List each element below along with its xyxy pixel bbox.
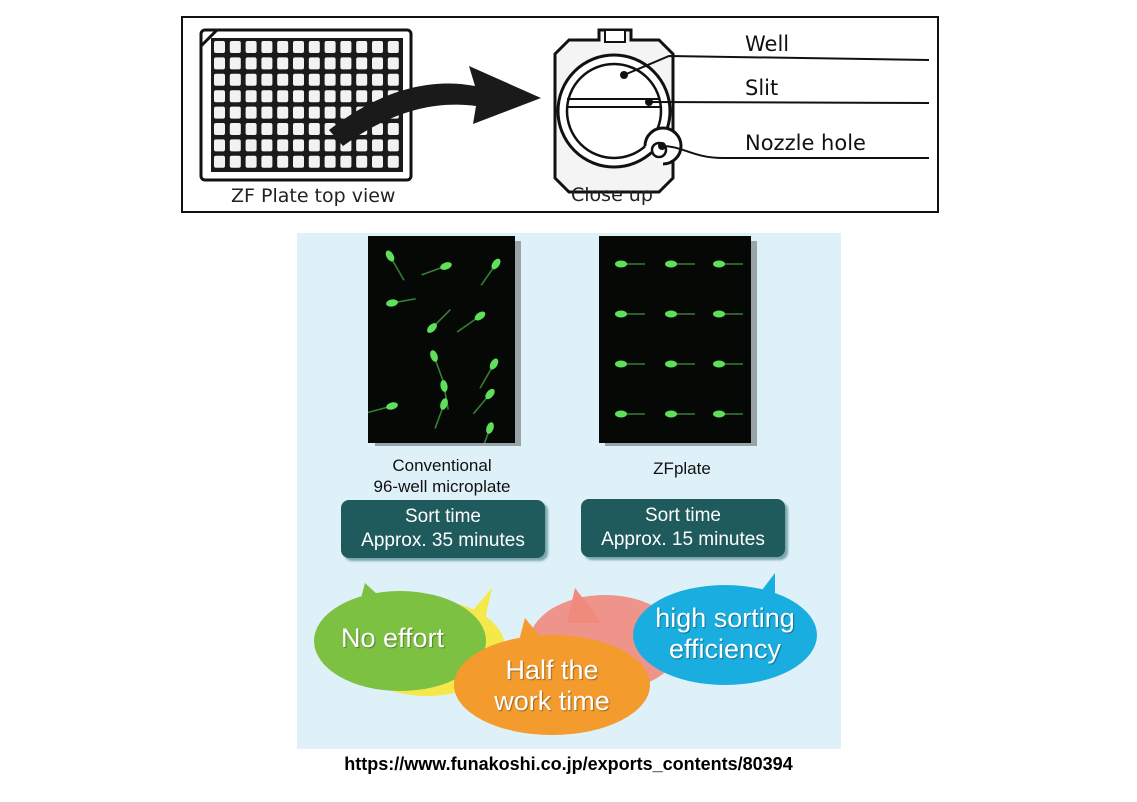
high-sorting-efficiency-text: high sorting efficiency — [655, 603, 795, 664]
source-url: https://www.funakoshi.co.jp/exports_cont… — [344, 754, 793, 774]
conventional-fish-8 — [440, 380, 449, 410]
callout-slit: Slit — [745, 76, 779, 100]
conventional-caption: Conventional 96-well microplate — [373, 456, 511, 496]
bubble-orange — [454, 635, 650, 735]
conventional-fish-11 — [434, 398, 448, 429]
conventional-fish-image — [364, 236, 515, 449]
conventional-fish-10 — [364, 402, 398, 415]
zf-fish-0-1 — [665, 260, 695, 268]
conventional-fish-1 — [421, 262, 452, 276]
zoom-arrow — [329, 66, 541, 146]
well-closeup — [553, 28, 683, 194]
zf-fish-2-1 — [665, 360, 695, 368]
conventional-fish-4 — [456, 311, 486, 333]
zf-fish-1-2 — [713, 310, 743, 318]
zf-fish-0-2 — [713, 260, 743, 268]
comparison-panel: Conventional 96-well microplate ZFplate … — [297, 233, 841, 749]
conventional-fish-12 — [481, 422, 494, 449]
zf-plate-diagram-box: Well Slit Nozzle hole ZF Plate top view … — [181, 16, 939, 213]
zf-fish-2-0 — [615, 360, 645, 368]
zf-fish-1-0 — [615, 310, 645, 318]
conventional-sort-time: Sort time Approx. 35 minutes — [341, 500, 545, 558]
zf-fish-3-2 — [713, 410, 743, 418]
zfplate-caption: ZFplate — [653, 459, 711, 478]
zfplate-fish-image — [599, 236, 751, 443]
no-effort-text: No effort — [341, 623, 445, 653]
zfplate-sort-time: Sort time Approx. 15 minutes — [581, 499, 785, 557]
callout-leaders — [620, 54, 930, 159]
zf-fish-2-2 — [713, 360, 743, 368]
zf-fish-3-1 — [665, 410, 695, 418]
half-work-time-text: Half the work time — [494, 655, 610, 716]
conventional-fish-7 — [479, 358, 499, 389]
conventional-fish-6 — [430, 350, 444, 381]
conventional-fish-3 — [386, 298, 416, 307]
callout-nozzle-hole: Nozzle hole — [745, 131, 866, 155]
closeup-label: Close up — [571, 184, 653, 206]
conventional-fish-9 — [472, 388, 495, 415]
plate-top-view-label: ZF Plate top view — [231, 185, 396, 207]
zf-fish-0-0 — [615, 260, 645, 268]
zf-plate-diagram — [199, 28, 930, 194]
bubble-green — [314, 591, 486, 691]
benefit-bubbles — [314, 573, 817, 735]
zf-fish-1-1 — [665, 310, 695, 318]
conventional-fish-0 — [385, 250, 405, 281]
conventional-fish-5 — [427, 309, 451, 333]
zf-fish-3-0 — [615, 410, 645, 418]
conventional-fish-2 — [480, 258, 501, 286]
callout-well: Well — [745, 32, 790, 56]
